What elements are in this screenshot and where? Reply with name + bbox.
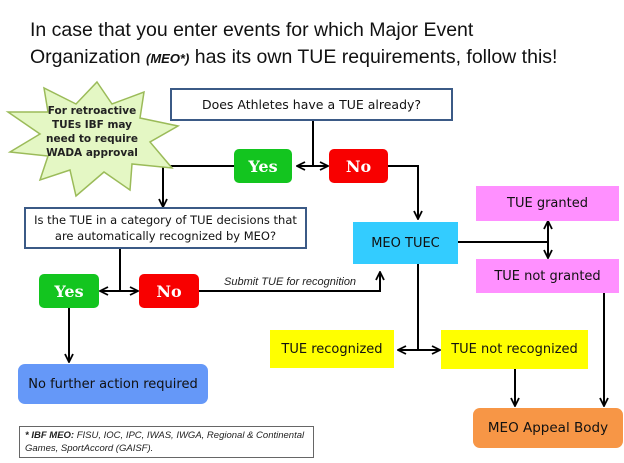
footnote-label: * IBF MEO:: [25, 430, 75, 441]
title-meo-abbrev: (MEO*): [145, 51, 190, 66]
title-line-1: In case that you enter events for which …: [30, 19, 474, 41]
tue-recognized-node[interactable]: TUE recognized: [270, 330, 394, 368]
yes-label: Yes: [54, 281, 84, 301]
tue-granted-node[interactable]: TUE granted: [476, 186, 619, 221]
question-has-tue: Does Athletes have a TUE already?: [170, 88, 453, 121]
question-auto-recognized-text: Is the TUE in a category of TUE decision…: [34, 213, 297, 243]
meo-tuec-text: MEO TUEC: [371, 235, 440, 251]
starburst-callout-shape: [5, 80, 181, 198]
answer-yes-has-tue[interactable]: Yes: [234, 149, 292, 183]
footnote-text: FISU, IOC, IPC, IWAS, IWGA, Regional & C…: [25, 430, 305, 454]
tue-granted-text: TUE granted: [507, 196, 588, 211]
no-label: No: [156, 281, 182, 301]
meo-tuec-node[interactable]: MEO TUEC: [353, 222, 458, 264]
no-further-action-text: No further action required: [28, 376, 198, 392]
diagram-title: In case that you enter events for which …: [30, 17, 620, 72]
meo-appeal-body-text: MEO Appeal Body: [487, 420, 609, 436]
retroactive-tue-note: For retroactive TUEs IBF may need to req…: [46, 105, 138, 159]
submit-tue-label: Submit TUE for recognition: [224, 276, 357, 288]
no-label: No: [345, 156, 372, 176]
answer-no-has-tue[interactable]: No: [329, 149, 388, 183]
edge-no-to-meo-tuec: [388, 165, 418, 219]
tue-not-granted-node[interactable]: TUE not granted: [476, 259, 619, 293]
title-line-2-suffix: has its own TUE requirements, follow thi…: [189, 46, 558, 68]
edge-submit-tue: [198, 272, 380, 292]
meo-appeal-body-node[interactable]: MEO Appeal Body: [473, 408, 623, 448]
answer-yes-auto-recognized[interactable]: Yes: [39, 274, 99, 308]
tue-not-recognized-node[interactable]: TUE not recognized: [441, 330, 588, 369]
meo-footnote: * IBF MEO: FISU, IOC, IPC, IWAS, IWGA, R…: [19, 426, 314, 458]
title-line-2-prefix: Organization: [30, 46, 146, 68]
tue-recognized-text: TUE recognized: [281, 341, 383, 357]
tue-not-recognized-text: TUE not recognized: [451, 342, 578, 357]
yes-label: Yes: [248, 156, 278, 176]
question-auto-recognized: Is the TUE in a category of TUE decision…: [24, 207, 307, 249]
no-further-action-node[interactable]: No further action required: [18, 364, 208, 404]
tue-not-granted-text: TUE not granted: [494, 268, 601, 284]
question-has-tue-text: Does Athletes have a TUE already?: [201, 97, 422, 112]
answer-no-auto-recognized[interactable]: No: [139, 274, 199, 308]
